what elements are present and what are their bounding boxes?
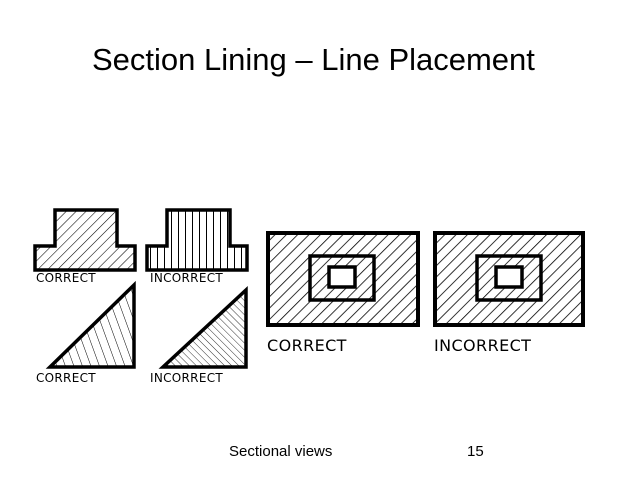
triangle-incorrect (158, 285, 248, 369)
t-shape-correct (33, 208, 137, 272)
triangle-correct (45, 280, 136, 369)
rect-assembly-incorrect (433, 231, 585, 327)
slide-title: Section Lining – Line Placement (92, 42, 535, 77)
triangle-correct-label: CORRECT (36, 371, 96, 385)
t-shape-incorrect-label: INCORRECT (150, 271, 224, 285)
triangle-incorrect-label: INCORRECT (150, 371, 224, 385)
rect-incorrect-label: INCORRECT (434, 336, 532, 355)
footer-text: Sectional views (229, 443, 333, 460)
t-shape-incorrect (145, 208, 249, 272)
rect-assembly-correct (266, 231, 420, 327)
page-number: 15 (467, 443, 484, 460)
t-shape-correct-label: CORRECT (36, 271, 96, 285)
rect-correct-label: CORRECT (267, 336, 347, 355)
